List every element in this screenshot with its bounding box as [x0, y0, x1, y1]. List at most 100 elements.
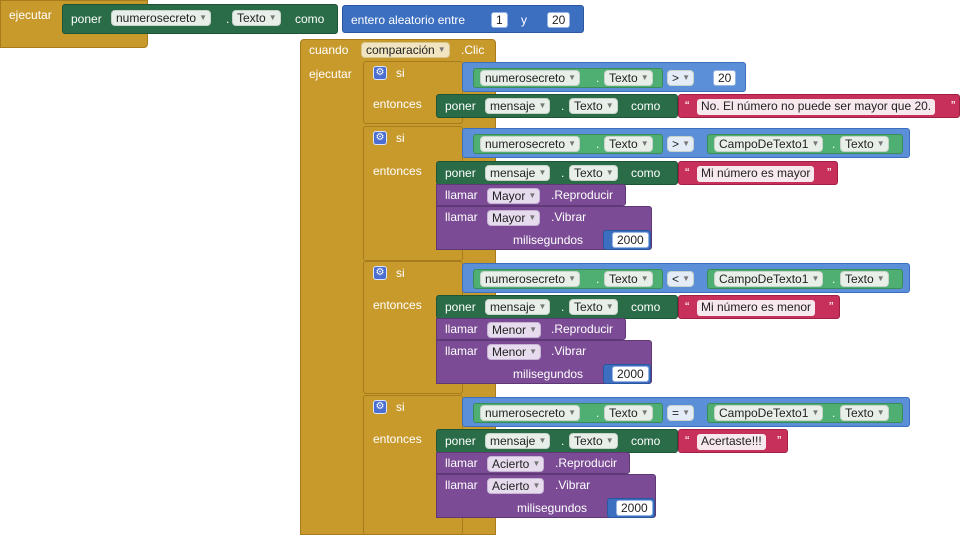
message-text[interactable]: No. El número no puede ser mayor que 20.: [697, 99, 936, 115]
ms-label: milisegundos: [513, 367, 584, 381]
text-block-2[interactable]: “ Mi número es mayor ”: [678, 161, 838, 185]
component-dropdown[interactable]: CampoDeTexto1▼: [714, 271, 824, 287]
call-label: llamar: [445, 344, 478, 358]
random-integer-block[interactable]: entero aleatorio entre 1 y 20: [342, 5, 584, 33]
play-label: .Reproducir: [551, 188, 614, 202]
property-dropdown[interactable]: Texto▼: [840, 136, 889, 152]
chevron-down-icon: ▼: [529, 347, 538, 356]
chevron-down-icon: ▼: [199, 13, 208, 22]
sound-dropdown[interactable]: Menor▼: [487, 344, 542, 360]
random-to-input[interactable]: 20: [547, 12, 571, 28]
compare-block-4[interactable]: numerosecreto▼ . Texto▼ =▼ CampoDeTexto1…: [462, 397, 910, 427]
ms-input[interactable]: 2000: [612, 232, 649, 248]
message-text[interactable]: Mi número es menor: [697, 300, 816, 316]
component-dropdown[interactable]: mensaje▼: [485, 165, 551, 181]
property-dropdown[interactable]: Texto▼: [840, 271, 889, 287]
chevron-down-icon: ▼: [605, 436, 614, 445]
call-play-block-3[interactable]: llamar Menor▼ .Reproducir: [436, 318, 626, 340]
component-dropdown[interactable]: numerosecreto▼: [111, 10, 212, 26]
getter-block[interactable]: CampoDeTexto1▼ . Texto▼: [707, 403, 903, 423]
operator-dropdown[interactable]: =▼: [667, 405, 695, 421]
call-vibrate-block-2[interactable]: llamar Mayor▼ .Vibrar milisegundos 2000: [436, 206, 652, 250]
gear-icon[interactable]: ⚙: [373, 66, 387, 80]
property-dropdown[interactable]: Texto▼: [232, 10, 281, 26]
compare-block-2[interactable]: numerosecreto▼ . Texto▼ >▼ CampoDeTexto1…: [462, 128, 910, 158]
set-mensaje-block-1[interactable]: poner mensaje▼ . Texto▼ como: [436, 94, 678, 118]
component-dropdown[interactable]: CampoDeTexto1▼: [714, 405, 824, 421]
chevron-down-icon: ▼: [811, 139, 820, 148]
chevron-down-icon: ▼: [568, 274, 577, 283]
sound-dropdown[interactable]: Acierto▼: [487, 456, 545, 472]
event-component-dropdown[interactable]: comparación▼: [361, 42, 450, 58]
component-dropdown[interactable]: numerosecreto▼: [480, 136, 581, 152]
number-block[interactable]: 2000: [603, 364, 651, 384]
property-dropdown[interactable]: Texto▼: [604, 70, 653, 86]
call-play-block-4[interactable]: llamar Acierto▼ .Reproducir: [436, 452, 630, 474]
sound-dropdown[interactable]: Menor▼: [487, 322, 542, 338]
component-dropdown[interactable]: mensaje▼: [485, 433, 551, 449]
ms-input[interactable]: 2000: [612, 366, 649, 382]
getter-block[interactable]: numerosecreto▼ . Texto▼: [473, 68, 663, 88]
ms-input[interactable]: 2000: [616, 500, 653, 516]
message-text[interactable]: Acertaste!!!: [697, 434, 766, 450]
to-label: como: [631, 434, 661, 448]
number-block[interactable]: 2000: [603, 230, 651, 250]
chevron-down-icon: ▼: [640, 274, 649, 283]
getter-block[interactable]: numerosecreto▼ . Texto▼: [473, 403, 663, 423]
number-block[interactable]: 2000: [607, 498, 655, 518]
component-dropdown[interactable]: numerosecreto▼: [480, 271, 581, 287]
property-dropdown[interactable]: Texto▼: [604, 136, 653, 152]
number-input[interactable]: 20: [713, 70, 737, 86]
chevron-down-icon: ▼: [605, 101, 614, 110]
compare-block-1[interactable]: numerosecreto▼ . Texto▼ >▼ 20: [462, 62, 746, 92]
component-dropdown[interactable]: numerosecreto▼: [480, 405, 581, 421]
property-dropdown[interactable]: Texto▼: [569, 299, 618, 315]
vibrate-label: .Vibrar: [555, 478, 591, 492]
getter-block[interactable]: numerosecreto▼ . Texto▼: [473, 134, 663, 154]
sound-dropdown[interactable]: Acierto▼: [487, 478, 545, 494]
component-dropdown[interactable]: mensaje▼: [485, 98, 551, 114]
play-label: .Reproducir: [551, 322, 614, 336]
getter-block[interactable]: CampoDeTexto1▼ . Texto▼: [707, 269, 903, 289]
random-from-input[interactable]: 1: [491, 12, 508, 28]
gear-icon[interactable]: ⚙: [373, 266, 387, 280]
chevron-down-icon: ▼: [605, 168, 614, 177]
then-label: entonces: [373, 298, 422, 312]
operator-dropdown[interactable]: >▼: [667, 70, 695, 86]
getter-block[interactable]: numerosecreto▼ . Texto▼: [473, 269, 663, 289]
set-label: poner: [71, 12, 102, 26]
event-do-label: ejecutar: [309, 67, 352, 81]
set-numerosecreto-block[interactable]: poner numerosecreto▼ . Texto▼ como: [62, 4, 338, 34]
getter-block[interactable]: CampoDeTexto1▼ . Texto▼: [707, 134, 903, 154]
property-dropdown[interactable]: Texto▼: [569, 165, 618, 181]
component-dropdown[interactable]: mensaje▼: [485, 299, 551, 315]
operator-dropdown[interactable]: >▼: [667, 136, 695, 152]
operator-dropdown[interactable]: <▼: [667, 271, 695, 287]
property-dropdown[interactable]: Texto▼: [569, 433, 618, 449]
gear-icon[interactable]: ⚙: [373, 131, 387, 145]
property-dropdown[interactable]: Texto▼: [604, 405, 653, 421]
property-dropdown[interactable]: Texto▼: [569, 98, 618, 114]
gear-icon[interactable]: ⚙: [373, 400, 387, 414]
set-label: poner: [445, 166, 476, 180]
set-mensaje-block-2[interactable]: poner mensaje▼ . Texto▼ como: [436, 161, 678, 185]
chevron-down-icon: ▼: [876, 274, 885, 283]
component-dropdown[interactable]: numerosecreto▼: [480, 70, 581, 86]
set-mensaje-block-4[interactable]: poner mensaje▼ . Texto▼ como: [436, 429, 678, 453]
text-block-3[interactable]: “ Mi número es menor ”: [678, 295, 840, 319]
property-dropdown[interactable]: Texto▼: [840, 405, 889, 421]
set-mensaje-block-3[interactable]: poner mensaje▼ . Texto▼ como: [436, 295, 678, 319]
compare-block-3[interactable]: numerosecreto▼ . Texto▼ <▼ CampoDeTexto1…: [462, 263, 910, 293]
property-dropdown[interactable]: Texto▼: [604, 271, 653, 287]
call-vibrate-block-3[interactable]: llamar Menor▼ .Vibrar milisegundos 2000: [436, 340, 652, 384]
component-dropdown[interactable]: CampoDeTexto1▼: [714, 136, 824, 152]
text-block-4[interactable]: “ Acertaste!!! ”: [678, 429, 788, 453]
message-text[interactable]: Mi número es mayor: [697, 166, 815, 182]
call-vibrate-block-4[interactable]: llamar Acierto▼ .Vibrar milisegundos 200…: [436, 474, 656, 518]
sound-dropdown[interactable]: Mayor▼: [487, 210, 541, 226]
sound-dropdown[interactable]: Mayor▼: [487, 188, 541, 204]
set-label: poner: [445, 434, 476, 448]
chevron-down-icon: ▼: [568, 73, 577, 82]
text-block-1[interactable]: “ No. El número no puede ser mayor que 2…: [678, 94, 960, 118]
call-play-block-2[interactable]: llamar Mayor▼ .Reproducir: [436, 184, 626, 206]
